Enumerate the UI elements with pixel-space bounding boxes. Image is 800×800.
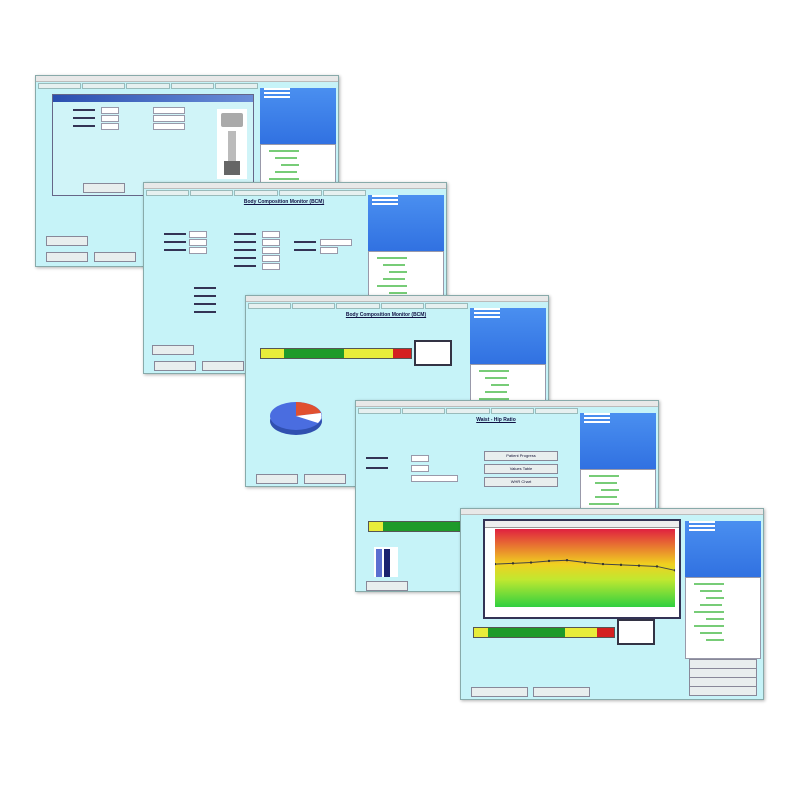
data-point [547,559,551,563]
input-field[interactable] [262,247,280,254]
menu-bar[interactable] [246,296,548,302]
device-image [217,109,247,179]
range-segment-yellow [565,628,598,637]
data-point [637,564,641,567]
footer-button[interactable] [533,687,590,697]
input-field[interactable] [262,231,280,238]
patient-sidebar [685,515,761,697]
dropdown[interactable] [153,123,185,130]
data-point [673,569,675,572]
navigation-tree[interactable] [685,577,761,659]
range-segment-green [383,522,464,531]
settings-dialog [52,94,254,196]
input-field[interactable] [320,247,338,254]
dropdown[interactable] [153,115,185,122]
page-title: Body Composition Monitor (BCM) [243,199,325,205]
data-point [529,561,533,564]
input-field[interactable] [320,239,352,246]
chart-toolbar[interactable] [485,521,679,528]
bar-chart [374,547,398,577]
action-button[interactable] [46,236,88,246]
chart-background [495,529,675,607]
date-input[interactable] [411,475,458,482]
sidebar-button[interactable] [689,686,757,696]
progress-line-chart [495,529,675,607]
menu-bar[interactable] [36,76,338,82]
data-point [565,559,569,562]
values-table-button[interactable]: Values Table [484,464,558,474]
dropdown[interactable] [153,107,185,114]
input-field[interactable] [262,263,280,270]
chart-legend [414,340,452,366]
input-field[interactable] [262,239,280,246]
data-point [495,562,497,566]
pie-chart [270,402,322,435]
whr-range-bar [368,521,465,532]
range-segment-yellow [369,522,384,531]
footer-button[interactable] [256,474,298,484]
input-field[interactable] [101,115,119,122]
tab-strip[interactable] [146,190,367,196]
data-point [511,562,515,565]
tab-strip[interactable] [248,303,469,309]
progress-chart-panel [483,519,681,619]
menu-bar[interactable] [461,509,763,515]
menu-bar[interactable] [356,401,658,407]
data-point [601,562,605,566]
pie-slice-red [296,402,321,416]
range-segment-green [283,349,344,358]
range-segment-red [393,349,411,358]
range-segment-yellow [343,349,393,358]
tab-strip[interactable] [38,83,259,89]
range-segment-yellow [261,349,284,358]
footer-button[interactable] [304,474,346,484]
bar [384,549,390,577]
footer-button[interactable] [46,252,88,262]
range-segment-red [597,628,614,637]
input-field[interactable] [189,231,207,238]
page-title: Body Composition Monitor (BCM) [345,312,427,318]
progress-chart-window [460,508,764,700]
input-field[interactable] [101,123,119,130]
progress-range-bar [473,627,615,638]
data-point [655,565,659,568]
pie-slice-white [296,413,322,423]
range-segment-green [488,628,565,637]
data-point [619,563,623,567]
whr-chart-button[interactable]: WHR Chart [484,477,558,487]
waist-input[interactable] [411,455,429,462]
data-point [583,561,587,564]
patient-progress-button[interactable]: Patient Progress [484,451,558,461]
dialog-titlebar [53,95,253,102]
footer-button[interactable] [154,361,196,371]
bmi-range-bar [260,348,412,359]
input-field[interactable] [189,239,207,246]
chart-legend [617,619,655,645]
action-button[interactable] [152,345,194,355]
footer-button[interactable] [366,581,408,591]
footer-button[interactable] [202,361,244,371]
footer-button[interactable] [94,252,136,262]
bar [376,549,382,577]
input-field[interactable] [189,247,207,254]
menu-bar[interactable] [144,183,446,189]
input-field[interactable] [262,255,280,262]
footer-button[interactable] [471,687,528,697]
input-field[interactable] [101,107,119,114]
page-title: Waist - Hip Ratio [476,417,516,423]
range-segment-yellow [474,628,488,637]
tab-strip[interactable] [358,408,579,414]
ok-button[interactable] [83,183,125,193]
hip-input[interactable] [411,465,429,472]
